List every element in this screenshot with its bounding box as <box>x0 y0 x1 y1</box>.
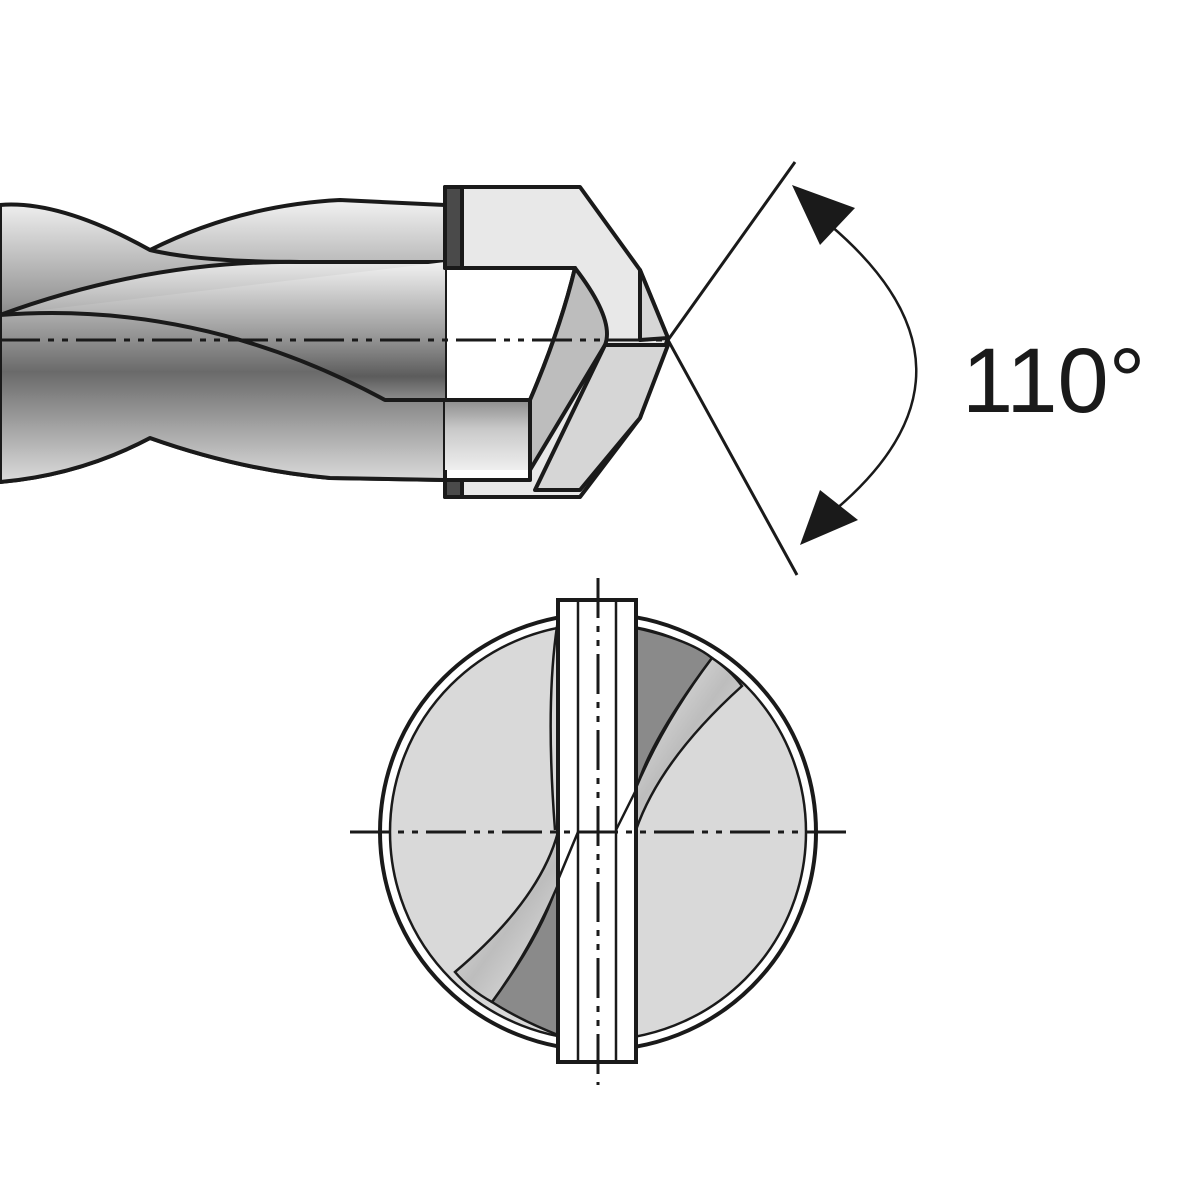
angle-label: 110° <box>962 330 1146 432</box>
arrow-head-bottom-icon <box>800 490 858 545</box>
drill-side-view <box>0 185 670 499</box>
helix-edge <box>149 248 301 264</box>
arrow-head-top-icon <box>792 185 855 245</box>
angle-dimension <box>666 161 918 576</box>
flute-light-upper <box>618 656 744 832</box>
angle-arc <box>829 224 918 511</box>
flute-curve <box>0 311 530 402</box>
angle-line-upper <box>666 161 797 341</box>
centerlines-end-view <box>350 578 850 1085</box>
tip-facet <box>528 266 609 472</box>
tip-dark-band <box>443 185 464 499</box>
flute-light-lower <box>453 830 580 1004</box>
flute-face <box>0 262 530 470</box>
angle-line-lower <box>666 339 799 576</box>
flute-curve-left <box>549 619 560 831</box>
